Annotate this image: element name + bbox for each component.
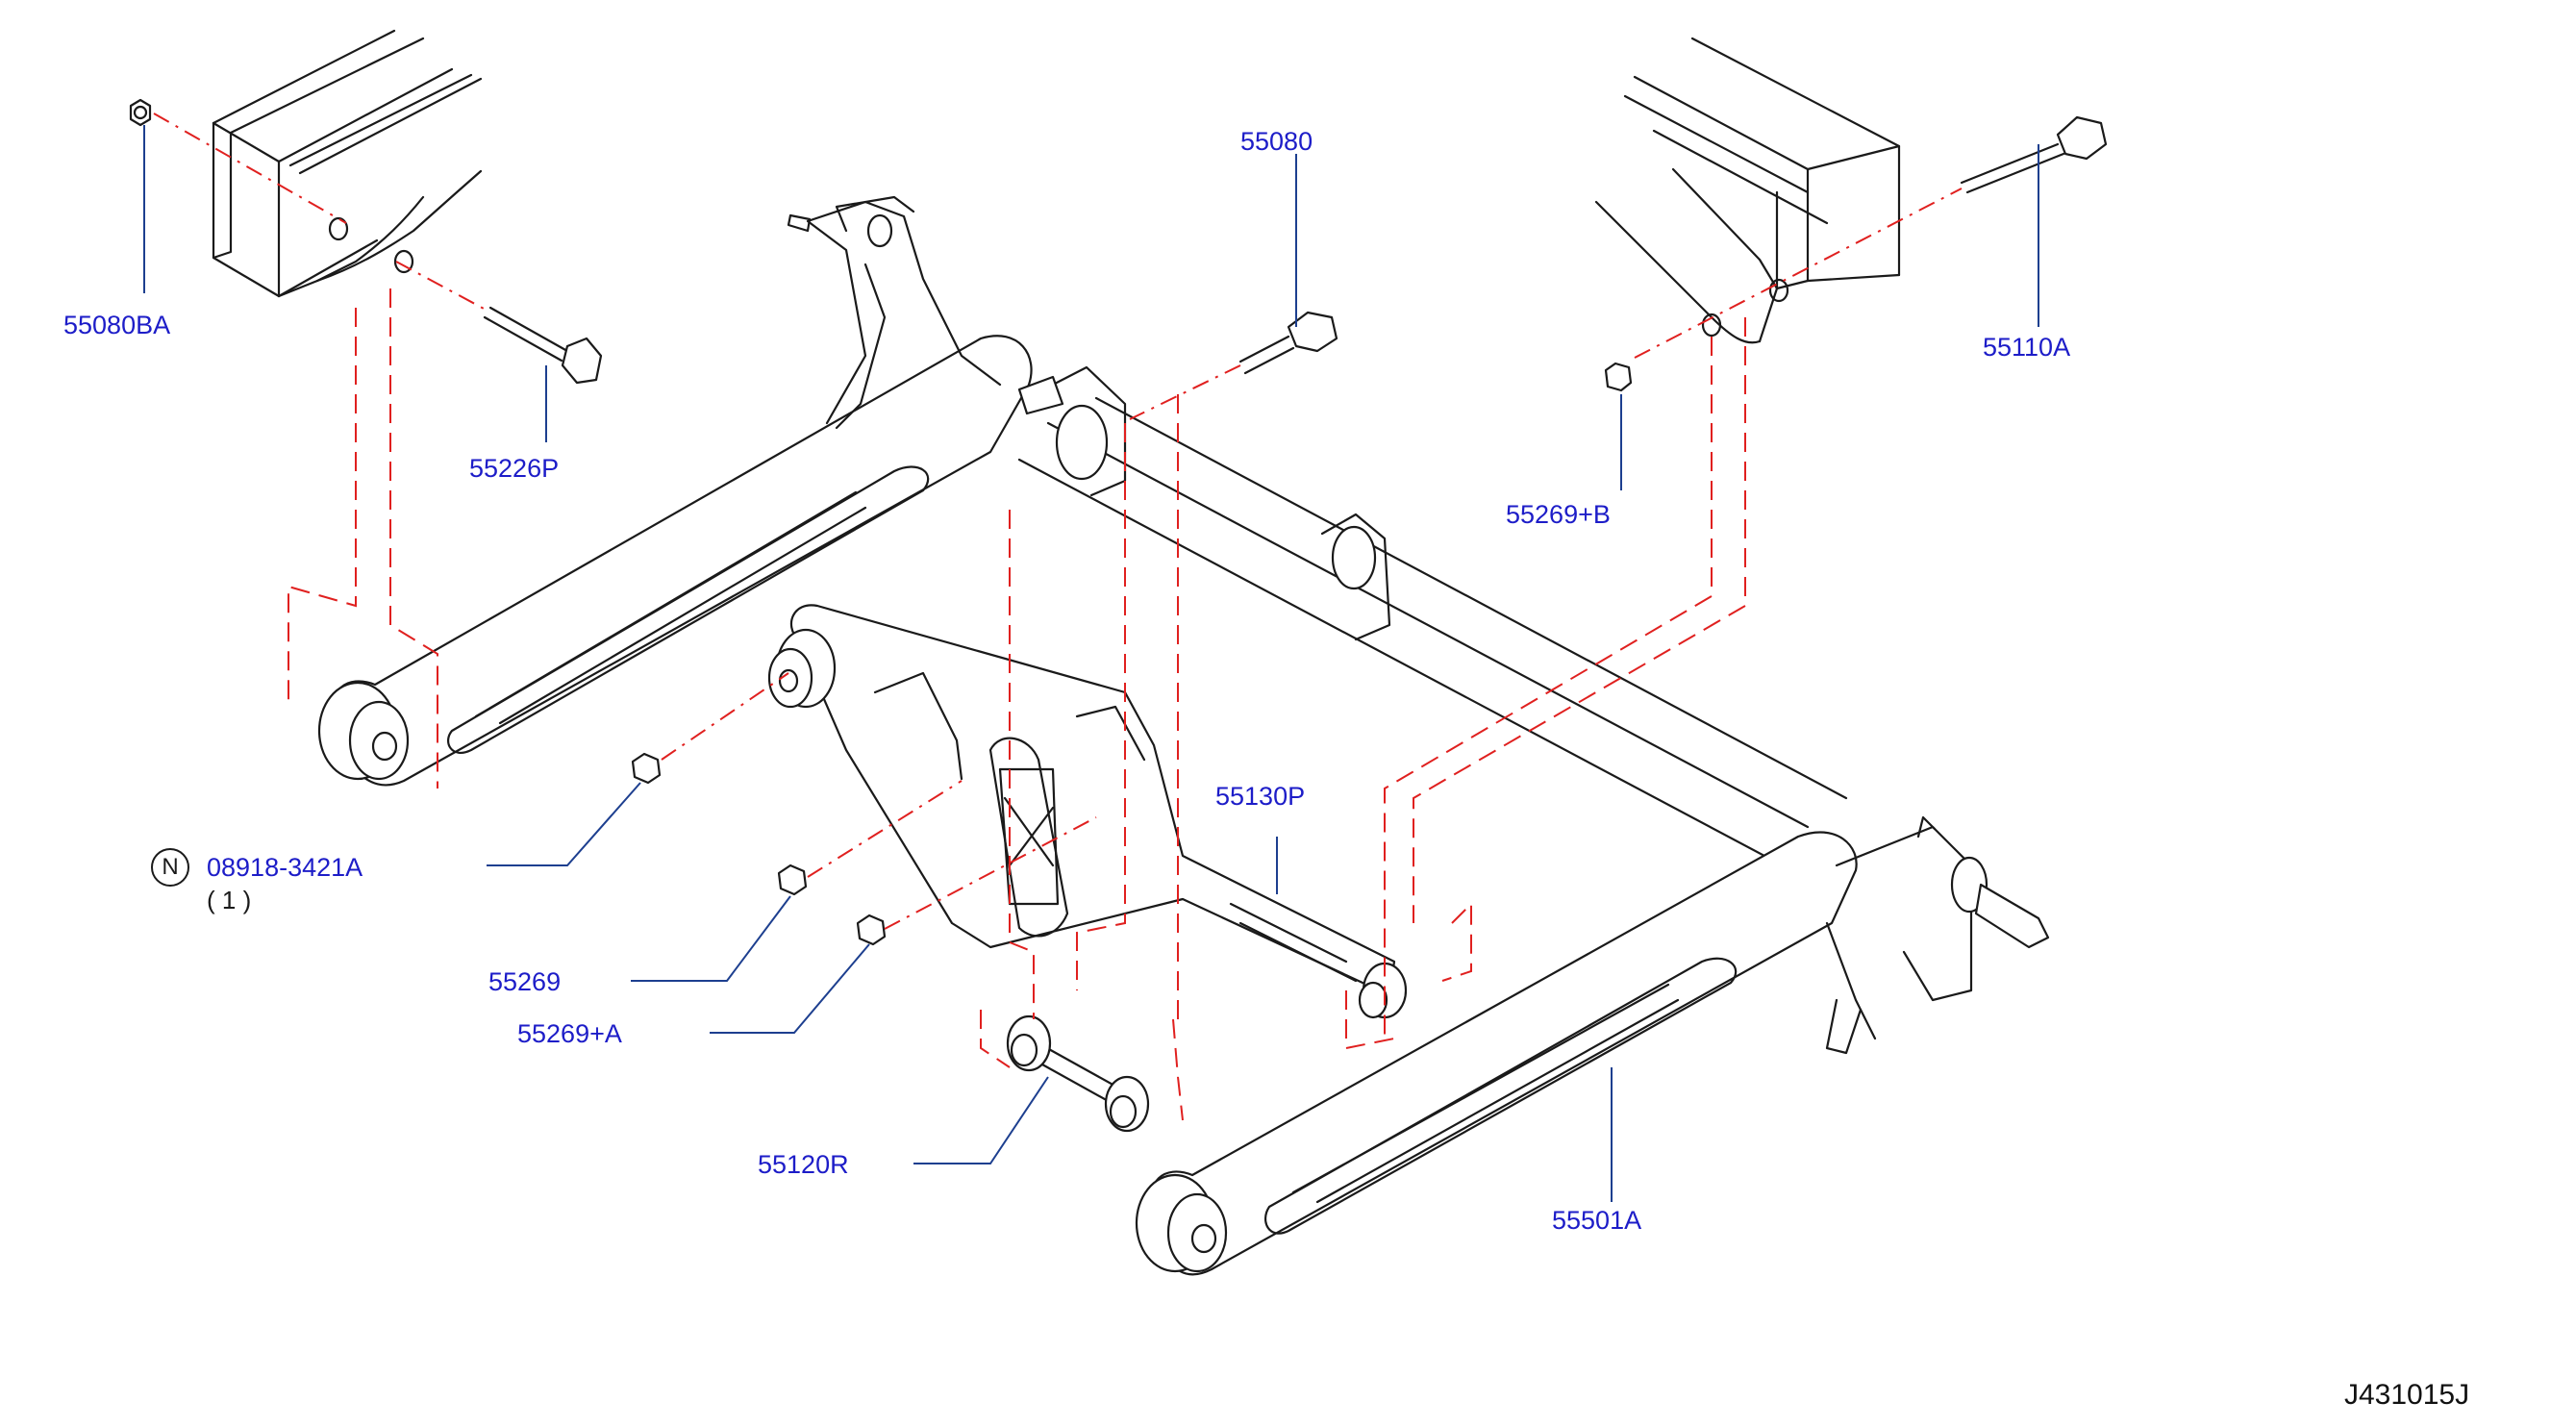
part-label-55269-plus-b[interactable]: 55269+B: [1506, 500, 1611, 529]
leader-lines: [143, 125, 2039, 1202]
part-label-55501A[interactable]: 55501A: [1552, 1206, 1642, 1235]
axle-crossbeam: [1017, 365, 1848, 865]
part-label-55226P[interactable]: 55226P: [469, 454, 560, 483]
quantity-note: ( 1 ): [207, 886, 252, 914]
differential-mount-member: [767, 604, 1408, 1019]
part-label-55269-plus-a[interactable]: 55269+A: [517, 1019, 622, 1048]
part-label-55080[interactable]: 55080: [1240, 127, 1313, 156]
hidden-alignment-lines: [153, 113, 1963, 1121]
part-label-55080BA[interactable]: 55080BA: [63, 311, 171, 339]
leader-08918-3421A: [487, 782, 641, 866]
part-label-08918-3421A[interactable]: 08918-3421A: [207, 853, 363, 882]
leader-55269: [631, 895, 791, 982]
leader-55269+A: [710, 943, 870, 1034]
lateral-link: [1006, 1014, 1150, 1133]
part-label-55269[interactable]: 55269: [488, 967, 562, 996]
note-n-symbol: N: [151, 848, 189, 887]
part-label-55120R[interactable]: 55120R: [758, 1150, 849, 1179]
diagram-code: J431015J: [2344, 1379, 2470, 1411]
part-label-55110A[interactable]: 55110A: [1983, 333, 2071, 362]
fasteners: [129, 98, 2108, 946]
leader-55120R: [913, 1076, 1049, 1164]
part-label-55130P[interactable]: 55130P: [1215, 782, 1306, 811]
left-trailing-arm: [317, 195, 1064, 787]
right-body-frame-rail: [1594, 37, 1901, 344]
right-trailing-arm: [1135, 815, 2050, 1276]
left-body-frame-rail: [212, 29, 483, 298]
